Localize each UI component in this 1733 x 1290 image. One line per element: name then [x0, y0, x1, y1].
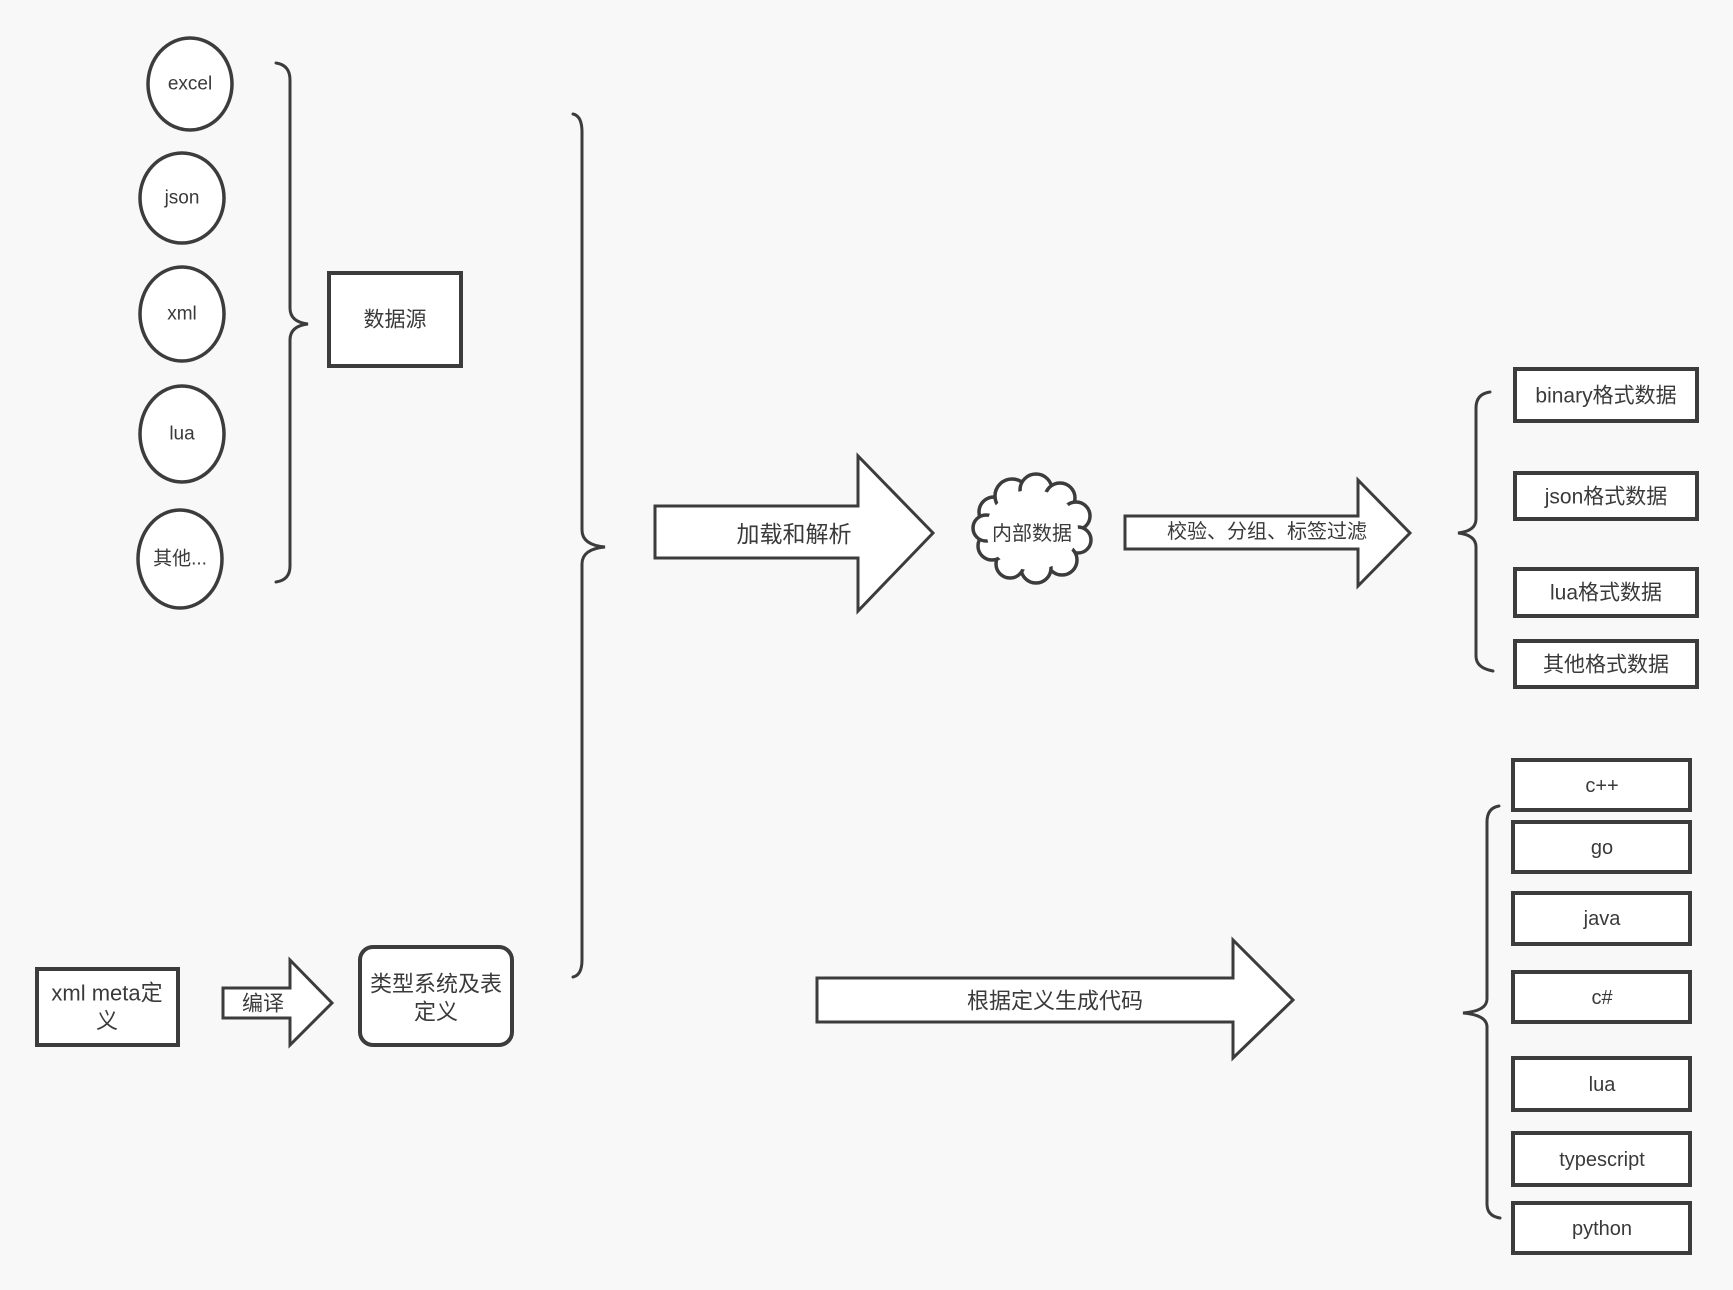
source-label-xml: xml — [167, 304, 197, 325]
language-label-lua: lua — [1589, 1074, 1617, 1096]
source-ellipse-json — [138, 151, 226, 245]
type-system-box — [358, 945, 514, 1047]
xml-meta-box — [35, 967, 180, 1047]
xml-meta-label-line1: xml meta定 — [51, 981, 162, 1006]
filter-arrow-label: 校验、分组、标签过滤 — [1167, 520, 1367, 543]
compile-arrow-label: 编译 — [242, 993, 284, 1016]
compile-arrow — [221, 956, 335, 1049]
formats-brace — [1457, 390, 1495, 673]
language-box-java — [1511, 891, 1692, 946]
sources-brace — [274, 61, 309, 584]
source-label-excel: excel — [168, 74, 212, 95]
language-label-typescript: typescript — [1559, 1149, 1645, 1171]
format-label-lua: lua格式数据 — [1550, 582, 1662, 605]
language-box-python — [1511, 1201, 1692, 1255]
source-label-others: 其他... — [153, 548, 207, 570]
data-source-label: 数据源 — [364, 309, 427, 332]
generate-code-arrow — [815, 936, 1296, 1062]
format-label-binary: binary格式数据 — [1535, 385, 1676, 408]
main-brace — [571, 112, 606, 979]
load-parse-arrow — [653, 452, 936, 615]
language-label-cpp: c++ — [1585, 775, 1618, 797]
generate-code-arrow-label: 根据定义生成代码 — [967, 989, 1143, 1014]
language-box-go — [1511, 820, 1692, 874]
internal-data-cloud — [971, 472, 1093, 585]
format-box-others — [1513, 639, 1699, 689]
format-box-binary — [1513, 367, 1699, 423]
language-label-go: go — [1591, 837, 1613, 859]
type-system-label-line1: 类型系统及表 — [370, 972, 502, 997]
format-box-lua — [1513, 567, 1699, 618]
language-label-csharp: c# — [1591, 987, 1613, 1009]
source-label-lua: lua — [169, 424, 195, 445]
format-label-json: json格式数据 — [1544, 486, 1668, 509]
language-box-typescript — [1511, 1131, 1692, 1187]
load-parse-arrow-label: 加载和解析 — [737, 521, 852, 547]
format-box-json — [1513, 471, 1699, 521]
type-system-label-line2: 定义 — [414, 1000, 458, 1025]
language-box-csharp — [1511, 970, 1692, 1024]
languages-brace — [1462, 804, 1502, 1220]
xml-meta-label-line2: 义 — [96, 1009, 118, 1034]
language-box-cpp — [1511, 758, 1692, 812]
language-label-python: python — [1572, 1218, 1632, 1240]
data-source-box — [327, 271, 463, 368]
source-ellipse-others — [136, 508, 224, 610]
format-label-others: 其他格式数据 — [1543, 654, 1669, 677]
internal-data-label: 内部数据 — [992, 522, 1072, 545]
source-ellipse-lua — [138, 384, 226, 484]
language-label-java: java — [1583, 908, 1622, 930]
source-label-json: json — [164, 188, 200, 209]
filter-arrow — [1123, 476, 1413, 590]
language-box-lua — [1511, 1056, 1692, 1112]
source-ellipse-xml — [138, 265, 226, 363]
source-ellipse-excel — [146, 36, 234, 132]
